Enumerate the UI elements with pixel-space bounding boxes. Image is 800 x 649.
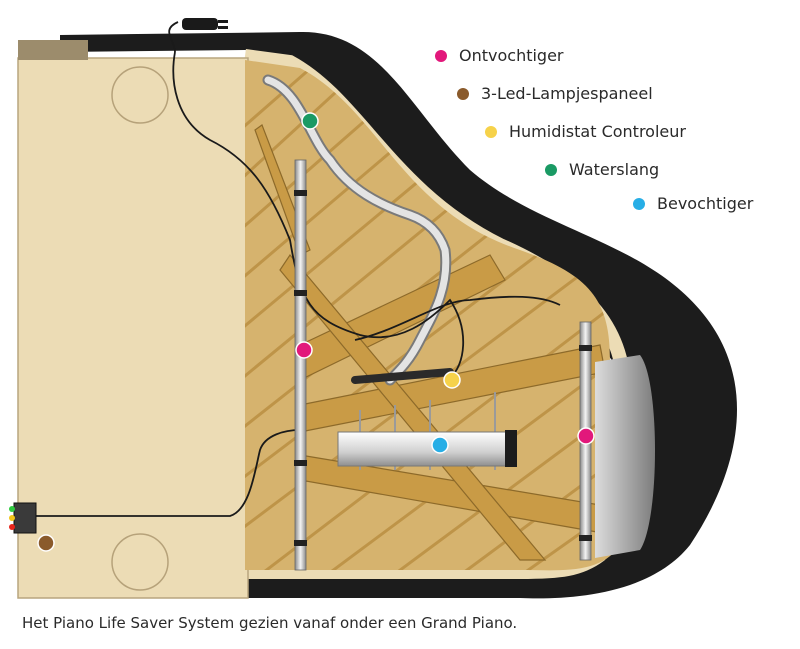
legend-label: Humidistat Controleur xyxy=(509,122,686,141)
blue-dot-icon xyxy=(633,197,645,210)
legend-item-humidistat: Humidistat Controleur xyxy=(485,122,686,141)
led-panel xyxy=(9,502,37,534)
legend-label: Ontvochtiger xyxy=(459,46,564,65)
power-plug-icon xyxy=(182,18,228,30)
side-panel xyxy=(595,355,655,558)
legend-label: Bevochtiger xyxy=(657,194,754,213)
green-dot-icon xyxy=(545,163,557,176)
yellow-dot-icon xyxy=(485,125,497,138)
caster-top xyxy=(111,66,169,124)
brown-dot-icon xyxy=(457,87,469,100)
legend-item-bevochtiger: Bevochtiger xyxy=(633,194,753,213)
marker-bevochtiger xyxy=(431,436,449,454)
legend-item-led-panel: 3-Led-Lampjespaneel xyxy=(457,84,653,103)
marker-waterslang xyxy=(301,112,319,130)
keybed-panel xyxy=(17,57,249,599)
marker-ontvochtiger-right xyxy=(577,427,595,445)
humidistat-wand xyxy=(351,368,454,384)
legend-item-ontvochtiger: Ontvochtiger xyxy=(435,46,564,65)
dehumidifier-rod-left xyxy=(294,159,307,571)
legend: Ontvochtiger 3-Led-Lampjespaneel Humidis… xyxy=(430,40,790,230)
legend-item-waterslang: Waterslang xyxy=(545,160,659,179)
caster-bottom xyxy=(111,533,169,591)
legend-label: 3-Led-Lampjespaneel xyxy=(481,84,653,103)
humidifier-box xyxy=(337,430,517,467)
caption: Het Piano Life Saver System gezien vanaf… xyxy=(22,614,518,632)
marker-ontvochtiger-left xyxy=(295,341,313,359)
magenta-dot-icon xyxy=(435,49,447,62)
case-top-shadow xyxy=(18,40,88,60)
marker-led-panel xyxy=(37,534,55,552)
legend-label: Waterslang xyxy=(569,160,660,179)
panel-cable xyxy=(32,429,301,517)
marker-humidistat xyxy=(443,371,461,389)
